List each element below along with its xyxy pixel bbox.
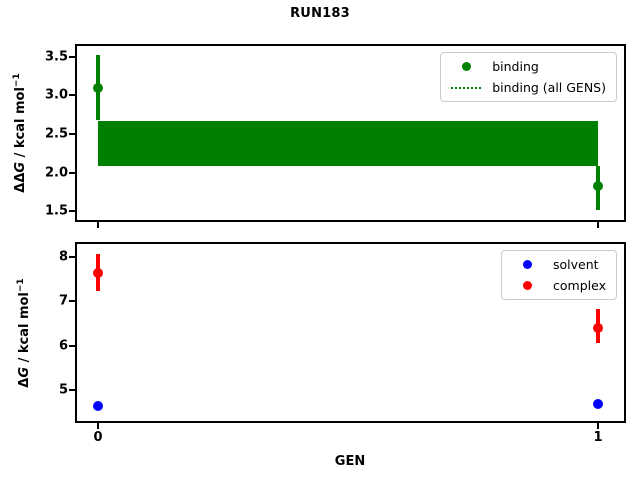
legend-label-binding-all-gens: binding (all GENS)	[492, 80, 606, 95]
y-tick-label: 6	[58, 338, 68, 354]
top-plot-area: binding binding (all GENS) 3.5 3.0 2.5 2.0 1…	[45, 44, 626, 228]
binding-data-point	[593, 180, 603, 191]
x-tick-mark	[597, 423, 599, 429]
complex-data-point	[93, 268, 103, 279]
figure-title: RUN183	[290, 6, 350, 21]
binding-all-gens-dotted-line-icon	[451, 86, 482, 89]
binding-dot-icon	[461, 62, 471, 71]
legend-item-binding: binding	[448, 57, 606, 76]
ylabel-variable: G	[13, 161, 29, 173]
y-tick-mark	[69, 210, 75, 213]
y-tick-mark	[69, 389, 75, 392]
solvent-dot-icon	[522, 260, 532, 269]
legend-item-binding-all-gens: binding (all GENS)	[448, 78, 606, 97]
complex-data-point	[593, 322, 603, 333]
complex-dot-icon	[522, 281, 532, 290]
binding-all-gens-band	[98, 121, 598, 166]
ylabel-delta-prefix: Δ	[17, 377, 33, 388]
ylabel-variable: G	[17, 366, 33, 378]
y-tick-label: 5	[58, 382, 68, 398]
y-tick-mark	[69, 55, 75, 58]
x-tick-mark	[97, 423, 99, 429]
x-tick-mark	[597, 222, 599, 228]
y-tick-label: 3.5	[44, 49, 68, 65]
ylabel-delta-prefix: ΔΔ	[13, 172, 29, 193]
binding-data-point	[93, 82, 103, 93]
ylabel-units: / kcal mol	[17, 292, 33, 367]
y-tick-label: 2.5	[44, 126, 68, 142]
x-axis-label: GEN	[334, 454, 366, 469]
y-tick-label: 8	[58, 249, 68, 265]
x-tick-mark	[97, 222, 99, 228]
x-tick-label: 0	[93, 430, 103, 445]
legend-label-complex: complex	[553, 278, 606, 293]
top-y-axis-label: ΔΔG / kcal mol−1	[12, 73, 28, 192]
y-tick-mark	[69, 94, 75, 97]
legend-item-solvent: solvent	[509, 255, 606, 274]
ylabel-units: / kcal mol	[13, 87, 29, 162]
y-tick-mark	[69, 344, 75, 347]
y-tick-label: 1.5	[44, 203, 68, 219]
y-tick-label: 3.0	[44, 87, 68, 103]
legend-label-binding: binding	[492, 59, 539, 74]
bottom-plot-area: solvent complex 8 7 6 5 0 1	[59, 242, 626, 445]
top-legend: binding binding (all GENS)	[440, 52, 617, 102]
y-tick-mark	[69, 171, 75, 174]
solvent-data-point	[93, 401, 103, 412]
x-tick-label: 1	[593, 430, 603, 445]
legend-item-complex: complex	[509, 276, 606, 295]
ylabel-exponent: −1	[15, 278, 26, 293]
bottom-y-axis-label: ΔG / kcal mol−1	[16, 278, 32, 387]
legend-label-solvent: solvent	[553, 257, 599, 272]
bottom-legend: solvent complex	[501, 250, 617, 300]
y-tick-mark	[69, 255, 75, 258]
ylabel-exponent: −1	[11, 73, 22, 88]
y-tick-label: 2.0	[44, 165, 68, 181]
y-tick-mark	[69, 300, 75, 303]
y-tick-label: 7	[58, 293, 68, 309]
solvent-data-point	[593, 398, 603, 409]
y-tick-mark	[69, 133, 75, 136]
